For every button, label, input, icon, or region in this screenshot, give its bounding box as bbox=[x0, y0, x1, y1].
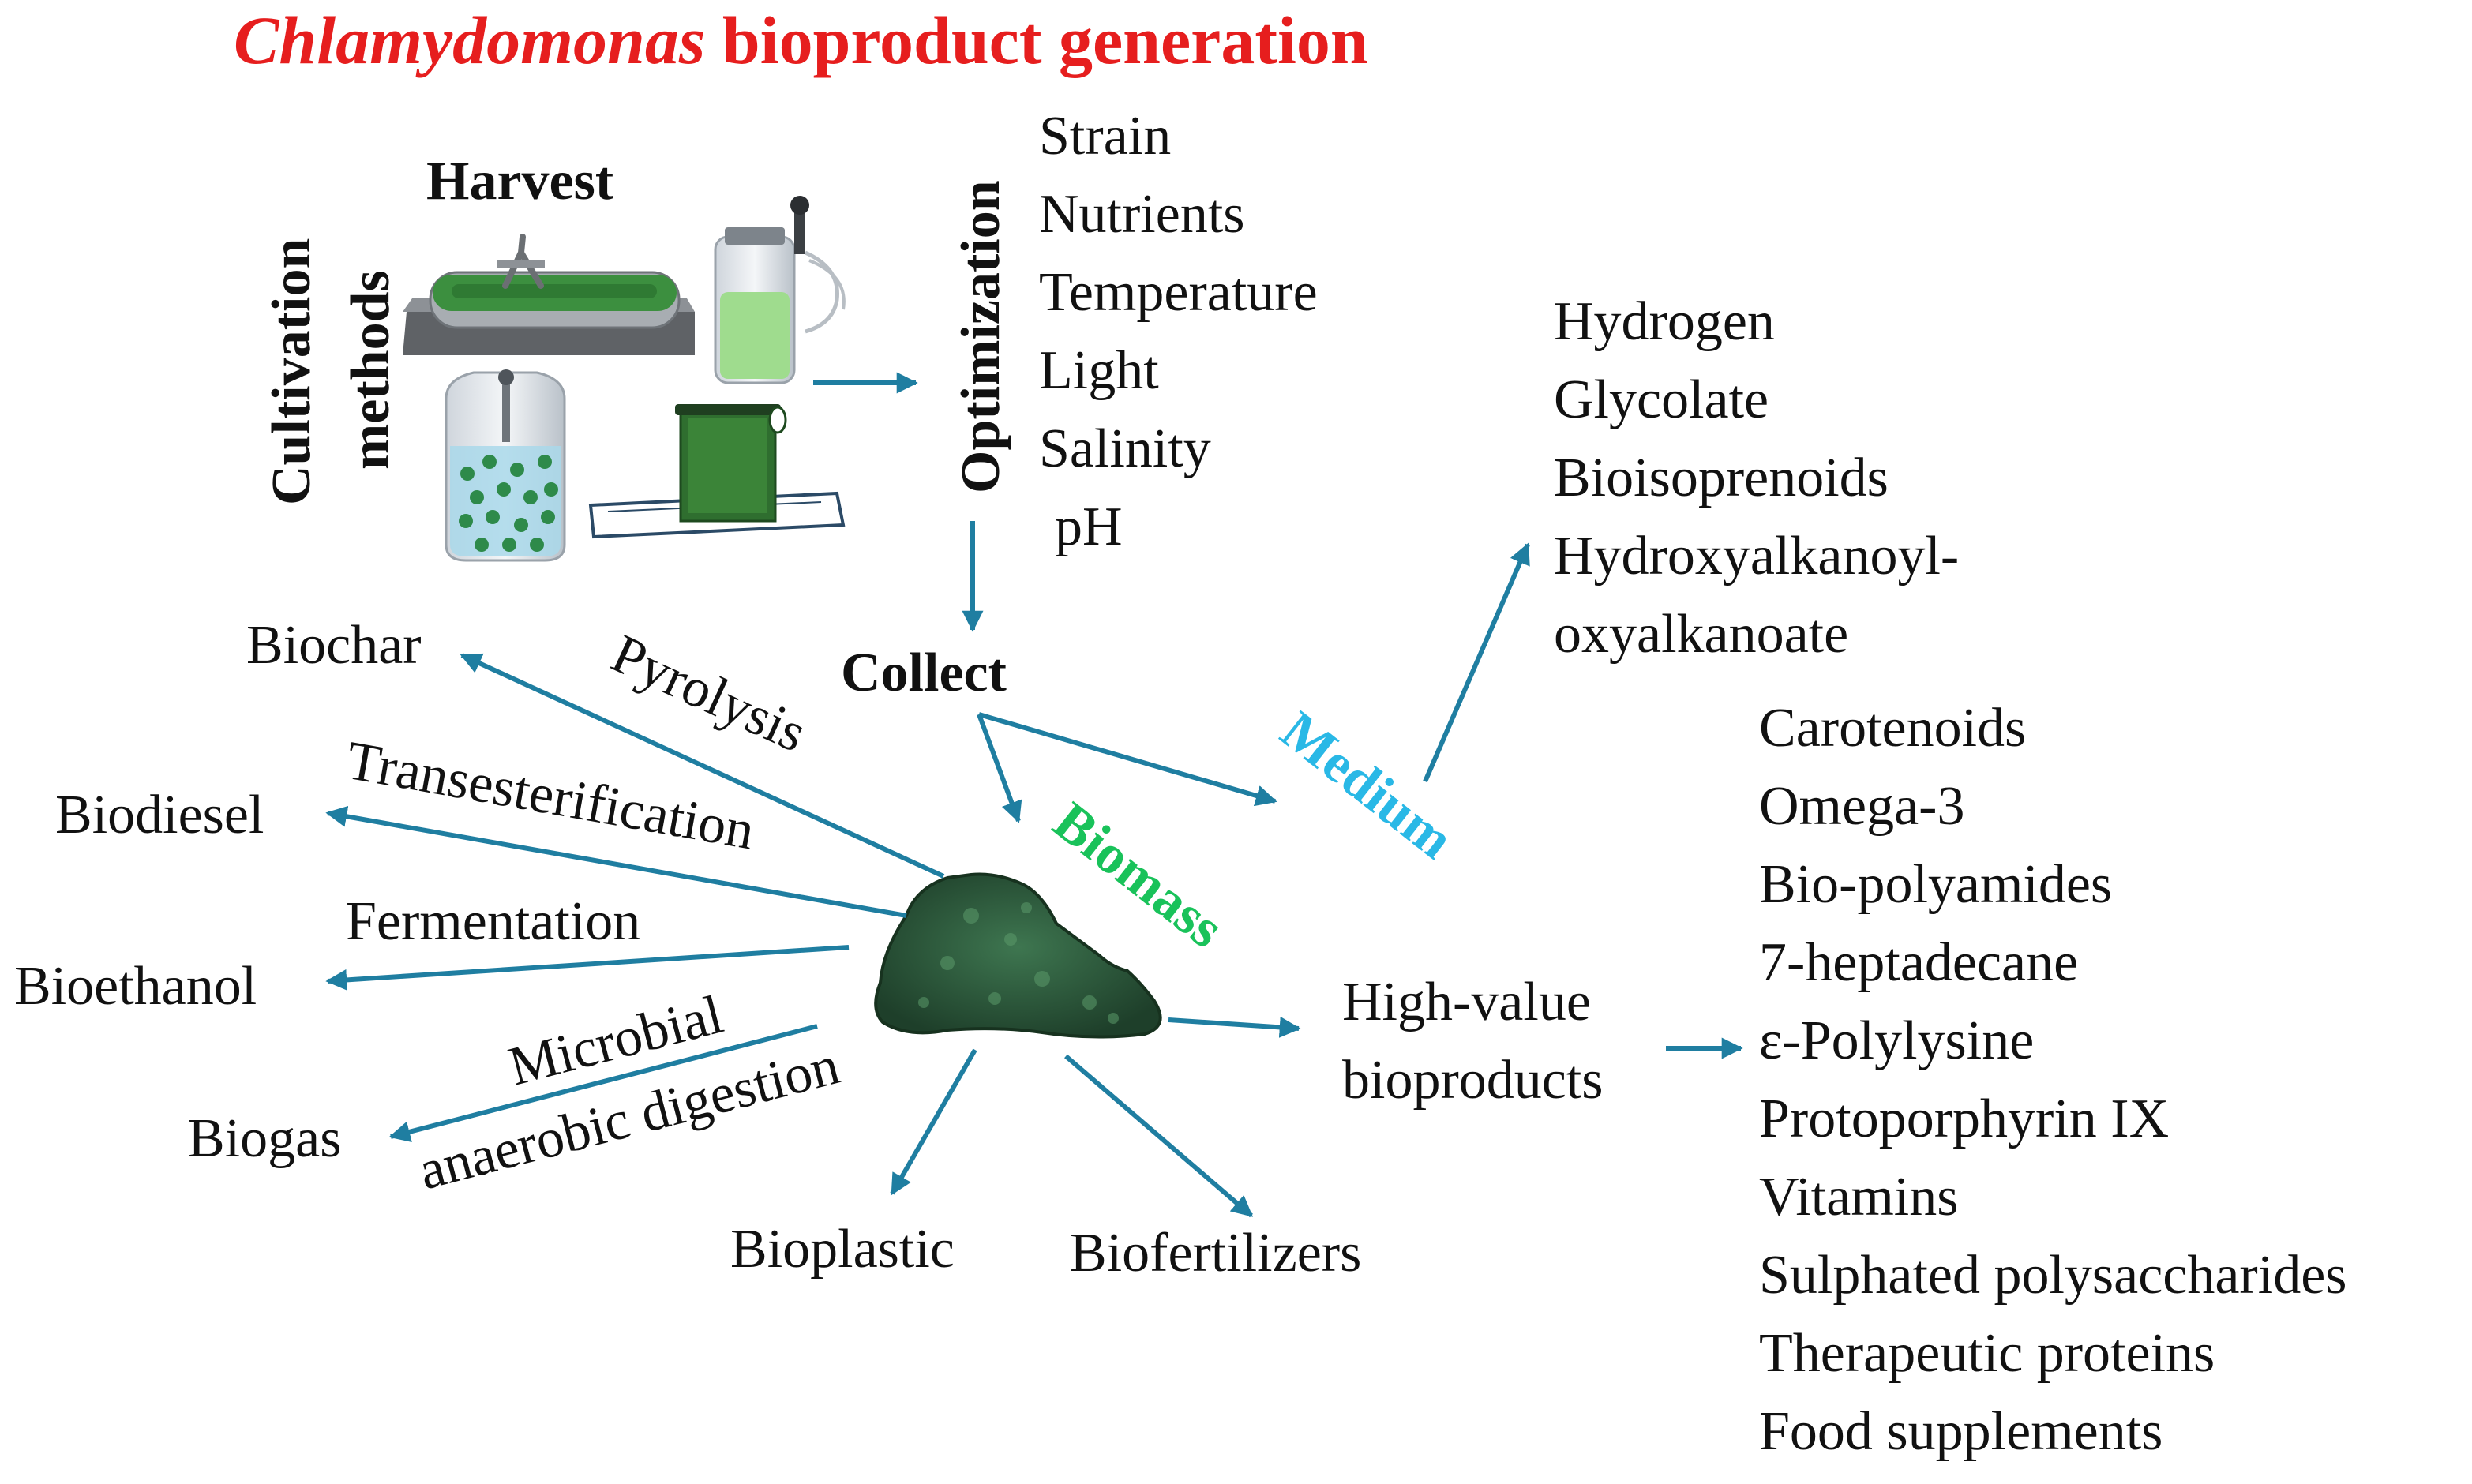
optimization-factor: pH bbox=[1055, 497, 1123, 557]
high-value-product: 7-heptadecane bbox=[1759, 932, 2078, 993]
optimization-factor: Salinity bbox=[1039, 418, 1211, 479]
process-transesterification: Transesterification bbox=[342, 730, 759, 862]
high-value-product: ε-Polylysine bbox=[1759, 1010, 2034, 1071]
medium-label: Medium bbox=[1270, 700, 1465, 871]
raceway-pond-illustration bbox=[403, 234, 695, 355]
biomass-blob bbox=[874, 872, 1162, 1039]
arrow-to-bioplastic bbox=[890, 1048, 977, 1196]
optimization-factor: Light bbox=[1039, 340, 1159, 401]
cultivation-label-line2: methods bbox=[340, 270, 401, 470]
medium-product-list: Hydrogen Glycolate Bioisoprenoids Hydrox… bbox=[1554, 291, 1959, 665]
arrow-to-biodiesel bbox=[325, 805, 907, 918]
optimization-factor: Temperature bbox=[1039, 262, 1318, 323]
arrow-to-biofertilizers bbox=[1064, 1054, 1254, 1218]
optimization-factor: Strain bbox=[1039, 106, 1171, 167]
high-value-product: Bio-polyamides bbox=[1759, 854, 2112, 915]
high-value-product: Therapeutic proteins bbox=[1759, 1323, 2215, 1384]
collect-label: Collect bbox=[841, 643, 1007, 703]
title-rest: bioproduct generation bbox=[705, 2, 1367, 78]
diagram-title: Chlamydomonas bioproduct generation bbox=[234, 2, 1368, 78]
optimization-label: Optimization bbox=[951, 180, 1011, 493]
high-value-product: Vitamins bbox=[1759, 1167, 1958, 1227]
arrow-to-high-value bbox=[1168, 1016, 1301, 1038]
photobioreactor-illustration bbox=[714, 196, 846, 384]
medium-product: Glycolate bbox=[1554, 369, 1769, 430]
high-value-product: Sulphated polysaccharides bbox=[1759, 1245, 2347, 1306]
high-value-label-line1: High-value bbox=[1342, 972, 1591, 1032]
arrow-collect-to-biomass bbox=[977, 713, 1022, 823]
optimization-factor: Nutrients bbox=[1039, 184, 1245, 245]
output-biogas: Biogas bbox=[188, 1108, 341, 1169]
flat-panel-illustration bbox=[588, 404, 846, 539]
arrow-collect-to-medium bbox=[978, 712, 1277, 807]
arrow-to-biogas bbox=[388, 1024, 818, 1142]
medium-product: Hydrogen bbox=[1554, 291, 1775, 352]
output-biochar: Biochar bbox=[246, 615, 422, 676]
medium-product: oxyalkanoate bbox=[1554, 604, 1848, 665]
process-pyrolysis: Pyrolysis bbox=[602, 624, 815, 765]
high-value-product: Protoporphyrin IX bbox=[1759, 1089, 2169, 1149]
high-value-product: Food supplements bbox=[1759, 1401, 2163, 1462]
stirred-tank-illustration bbox=[445, 369, 566, 562]
high-value-product: Carotenoids bbox=[1759, 698, 2026, 759]
optimization-factor-list: Strain Nutrients Temperature Light Salin… bbox=[1039, 106, 1318, 557]
arrow-to-bioethanol bbox=[325, 945, 850, 991]
high-value-product-list: Carotenoids Omega-3 Bio-polyamides 7-hep… bbox=[1759, 698, 2347, 1462]
medium-product: Bioisoprenoids bbox=[1554, 448, 1889, 508]
output-biofertilizers: Biofertilizers bbox=[1070, 1223, 1361, 1284]
output-bioethanol: Bioethanol bbox=[14, 956, 257, 1017]
cultivation-label-line1: Cultivation bbox=[261, 238, 322, 505]
title-italic: Chlamydomonas bbox=[234, 2, 705, 78]
output-bioplastic: Bioplastic bbox=[730, 1219, 955, 1280]
medium-product: Hydroxyalkanoyl- bbox=[1554, 526, 1959, 586]
high-value-label-line2: bioproducts bbox=[1342, 1050, 1604, 1111]
output-biodiesel: Biodiesel bbox=[55, 785, 264, 845]
harvest-label: Harvest bbox=[426, 151, 613, 212]
biomass-texture bbox=[918, 902, 1119, 1024]
process-fermentation: Fermentation bbox=[346, 891, 640, 952]
arrow-medium-to-products bbox=[1423, 542, 1530, 783]
arrow-to-biochar bbox=[460, 653, 945, 879]
high-value-product: Omega-3 bbox=[1759, 776, 1964, 837]
